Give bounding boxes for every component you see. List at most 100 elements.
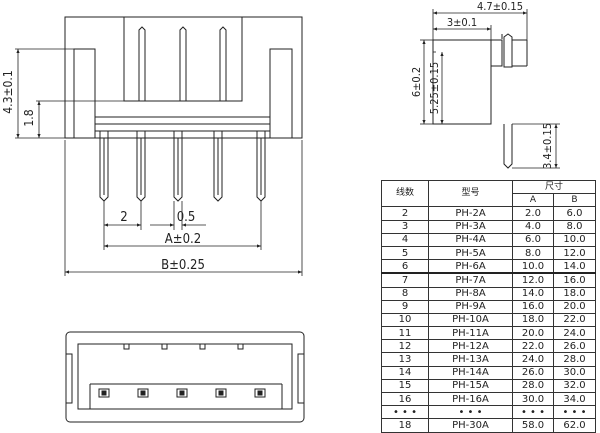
cell-b: 6.0 bbox=[552, 206, 597, 221]
cell-a: 28.0 bbox=[512, 378, 554, 394]
dim-height-text: 4.3±0.1 bbox=[1, 70, 15, 113]
cell-b: 28.0 bbox=[552, 352, 597, 367]
cell-a: 26.0 bbox=[512, 365, 554, 380]
cell-b: 24.0 bbox=[552, 326, 597, 341]
cell-circuits: 2 bbox=[381, 206, 429, 221]
front-view bbox=[15, 16, 303, 276]
cell-b: 12.0 bbox=[552, 245, 597, 261]
dim-pitch-text: 2 bbox=[120, 210, 127, 225]
cell-b: 62.0 bbox=[552, 418, 597, 433]
cell-model: PH-9A bbox=[428, 299, 513, 314]
cell-model: PH-30A bbox=[428, 418, 513, 433]
cell-a: • • • bbox=[512, 405, 554, 420]
cell-a: 58.0 bbox=[512, 418, 554, 433]
cell-circuits: 6 bbox=[381, 259, 429, 274]
cell-b: 34.0 bbox=[552, 391, 597, 407]
cell-circuits: 3 bbox=[381, 219, 429, 234]
cell-model: PH-3A bbox=[428, 219, 513, 234]
dim-a-text: A±0.2 bbox=[165, 232, 201, 247]
cell-model: PH-5A bbox=[428, 245, 513, 261]
cell-a: 8.0 bbox=[512, 245, 554, 261]
dim-pin-width-text: 0.5 bbox=[177, 210, 196, 225]
cell-a: 14.0 bbox=[512, 286, 554, 301]
cell-circuits: 7 bbox=[381, 272, 429, 288]
cell-model: PH-13A bbox=[428, 352, 513, 367]
left-wall bbox=[73, 48, 96, 139]
upper-recess bbox=[123, 16, 243, 102]
cell-b: 10.0 bbox=[552, 232, 597, 247]
cell-model: PH-12A bbox=[428, 339, 513, 354]
cell-b: 32.0 bbox=[552, 378, 597, 394]
cell-circuits: 13 bbox=[381, 352, 429, 367]
cell-a: 12.0 bbox=[512, 272, 554, 288]
cell-b: • • • bbox=[552, 405, 597, 420]
cell-model: PH-14A bbox=[428, 365, 513, 380]
cell-a: 30.0 bbox=[512, 391, 554, 407]
cell-model: PH-10A bbox=[428, 312, 513, 328]
cell-b: 8.0 bbox=[552, 219, 597, 234]
dim-total-height-text: 6±0.2 bbox=[410, 67, 423, 97]
cell-circuits: • • • bbox=[381, 405, 429, 420]
table-row: • • •• • •• • •• • • bbox=[381, 405, 597, 420]
cell-circuits: 15 bbox=[381, 378, 429, 394]
cell-a: 10.0 bbox=[512, 259, 554, 274]
cell-b: 14.0 bbox=[552, 259, 597, 274]
header-model: 型号 bbox=[428, 179, 513, 208]
cell-b: 30.0 bbox=[552, 365, 597, 380]
cell-a: 18.0 bbox=[512, 312, 554, 328]
cell-a: 24.0 bbox=[512, 352, 554, 367]
cell-circuits: 10 bbox=[381, 312, 429, 328]
housing-body bbox=[64, 16, 303, 139]
header-a: A bbox=[512, 193, 554, 208]
cell-model: PH-2A bbox=[428, 206, 513, 221]
bottom-outer bbox=[65, 331, 305, 423]
header-b: B bbox=[552, 193, 597, 208]
dim-height-lines bbox=[15, 48, 124, 139]
bottom-inner bbox=[77, 343, 293, 410]
cell-circuits: 14 bbox=[381, 365, 429, 380]
cell-circuits: 5 bbox=[381, 245, 429, 261]
dim-upper-height-text: 5.25±0.15 bbox=[428, 62, 441, 114]
cell-b: 26.0 bbox=[552, 339, 597, 354]
cell-circuits: 11 bbox=[381, 326, 429, 341]
dim-slot-text: 3±0.1 bbox=[447, 16, 477, 29]
dim-horizontal-lines bbox=[64, 140, 303, 276]
cell-a: 4.0 bbox=[512, 219, 554, 234]
cell-circuits: 18 bbox=[381, 418, 429, 433]
cell-model: PH-7A bbox=[428, 272, 513, 288]
cell-model: PH-11A bbox=[428, 326, 513, 341]
cell-a: 16.0 bbox=[512, 299, 554, 314]
cell-a: 20.0 bbox=[512, 326, 554, 341]
side-view bbox=[420, 9, 560, 169]
cell-circuits: 4 bbox=[381, 232, 429, 247]
cell-b: 20.0 bbox=[552, 299, 597, 314]
cell-model: PH-16A bbox=[428, 391, 513, 407]
dim-depth-text: 4.7±0.15 bbox=[477, 0, 523, 13]
dim-step-text: 1.8 bbox=[22, 109, 36, 126]
cell-model: PH-8A bbox=[428, 286, 513, 301]
cell-a: 6.0 bbox=[512, 232, 554, 247]
cell-circuits: 9 bbox=[381, 299, 429, 314]
cell-a: 22.0 bbox=[512, 339, 554, 354]
bottom-view bbox=[65, 331, 305, 423]
side-pin bbox=[503, 124, 513, 169]
contact-pads bbox=[98, 388, 266, 398]
upper-pins bbox=[138, 26, 227, 102]
cell-b: 22.0 bbox=[552, 312, 597, 328]
cell-circuits: 16 bbox=[381, 391, 429, 407]
